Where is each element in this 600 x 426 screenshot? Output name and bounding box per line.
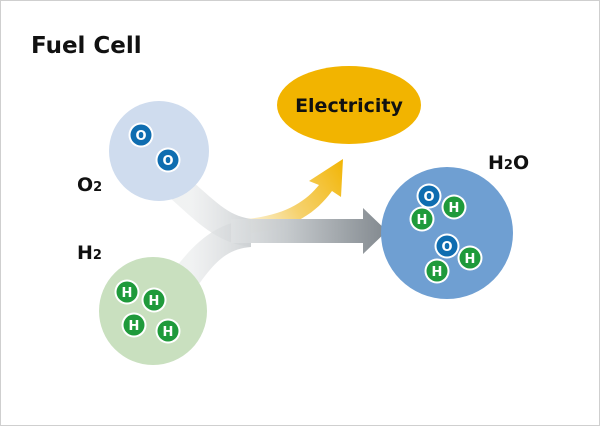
oxygen-label: O2 <box>77 174 102 196</box>
hydrogen-atom-label: H <box>122 286 133 301</box>
hydrogen-atom-label: H <box>149 294 160 309</box>
water-hydrogen-label: H <box>432 265 443 280</box>
flow-arrows <box>169 159 387 293</box>
water-arrow <box>231 208 387 254</box>
hydrogen-atom: H <box>141 287 167 313</box>
oxygen-atom-label: O <box>135 129 146 144</box>
electricity-arrow <box>247 159 343 233</box>
water-oxygen-label: O <box>441 240 452 255</box>
oxygen-atom-label: O <box>162 154 173 169</box>
hydrogen-atom: H <box>114 279 140 305</box>
electricity-label: Electricity <box>295 95 403 117</box>
water-oxygen-label: O <box>423 190 434 205</box>
water-circle <box>381 167 513 299</box>
hydrogen-group: H H H H H2 <box>77 242 207 365</box>
water-hydrogen-label: H <box>449 201 460 216</box>
hydrogen-atom-label: H <box>163 325 174 340</box>
diagram-title: Fuel Cell <box>31 33 142 59</box>
water-label: H2O <box>488 152 529 174</box>
water-hydrogen-label: H <box>465 252 476 267</box>
water-molecule: O H H <box>409 183 467 232</box>
oxygen-atom: O <box>155 147 181 173</box>
electricity-ellipse <box>277 66 421 144</box>
hydrogen-atom: H <box>155 318 181 344</box>
water-hydrogen-label: H <box>417 213 428 228</box>
hydrogen-atom-label: H <box>129 319 140 334</box>
oxygen-circle <box>109 101 209 201</box>
electricity-group: Electricity <box>277 66 421 144</box>
hydrogen-label: H2 <box>77 242 102 264</box>
water-molecule: O H H <box>424 233 483 284</box>
oxygen-atom: O <box>128 122 154 148</box>
hydrogen-atom: H <box>121 312 147 338</box>
water-group: H2O O H H O H H <box>381 152 529 299</box>
oxygen-group: O O O2 <box>77 101 209 201</box>
